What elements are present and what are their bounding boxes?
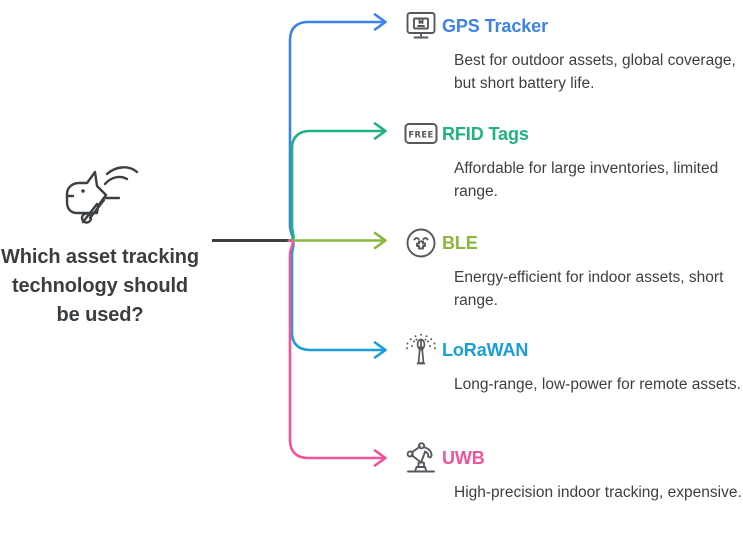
branch-title: LoRaWAN [442, 339, 529, 360]
branch-ble[interactable]: BLE Energy-efficient for indoor assets, … [400, 225, 743, 312]
branch-title: RFID Tags [442, 123, 529, 144]
branch-line-uwb [287, 239, 384, 460]
branch-arrow-lorawan [373, 341, 387, 359]
antenna-tower-icon [400, 332, 442, 368]
branch-arrow-gps-tracker [373, 13, 387, 31]
branch-title: GPS Tracker [442, 15, 548, 36]
branch-title: BLE [442, 232, 478, 253]
branch-description: Energy-efficient for indoor assets, shor… [454, 269, 724, 309]
branch-lorawan[interactable]: LoRaWAN Long-range, low-power for remote… [400, 332, 743, 396]
svg-text:FREE: FREE [408, 129, 433, 139]
branch-arrow-rfid-tags [373, 122, 387, 140]
branch-gps-tracker[interactable]: GPS Tracker Best for outdoor assets, glo… [400, 8, 743, 95]
robot-arm-icon [400, 440, 442, 476]
dog-tracker-icon [0, 155, 200, 235]
branch-description: Best for outdoor assets, global coverage… [454, 52, 736, 92]
root-label: Which asset tracking technology should b… [0, 246, 200, 326]
branch-description: High-precision indoor tracking, expensiv… [454, 484, 742, 501]
branch-description: Long-range, low-power for remote assets. [454, 376, 741, 393]
branch-arrow-ble [373, 231, 387, 250]
branch-arrow-uwb [373, 449, 387, 467]
branch-line-rfid-tags [287, 129, 384, 242]
branch-title: UWB [442, 447, 485, 468]
free-tag-icon: FREE [400, 116, 442, 152]
branch-line-lorawan [287, 239, 384, 352]
dizzy-face-icon [400, 225, 442, 261]
branch-uwb[interactable]: UWB High-precision indoor tracking, expe… [400, 440, 743, 504]
branch-rfid-tags[interactable]: FREE RFID Tags Affordable for large inve… [400, 116, 743, 203]
monitor-package-icon [400, 8, 442, 44]
branch-description: Affordable for large inventories, limite… [454, 160, 719, 200]
root-node: Which asset tracking technology should b… [0, 155, 200, 330]
